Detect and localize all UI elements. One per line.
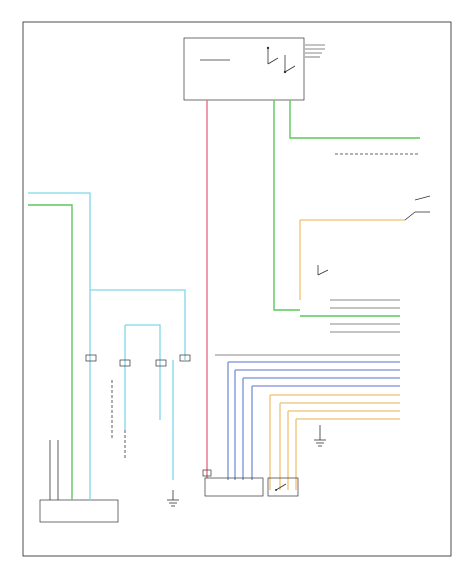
red-wire-terminal [202,469,212,477]
bottom-left-module-box [39,499,119,523]
ground-symbol-right [314,425,326,447]
wire-green-left [28,204,73,480]
bottom-left-pins [49,440,91,500]
right-switch-symbol [404,195,431,221]
top-module-box [183,37,305,101]
wire-cyan-branch-2 [125,324,161,360]
top-module-text-block [305,44,325,58]
wire-cyan-left-top [28,192,91,355]
wire-green-to-right-edge [289,100,420,139]
top-module-internal-switch [200,46,296,74]
ground-symbol-middle [167,490,179,507]
wire-green-top-right [273,100,300,311]
bottom-right-module-box [267,477,299,497]
diagram-frame [22,21,452,557]
left-splice-connectors [85,354,191,367]
right-connector-pins [300,299,400,333]
wire-cyan-branch-1 [90,289,186,360]
bottom-right-module-switch [275,483,287,491]
pressure-switch-symbol [317,265,329,276]
bottom-center-module-box [204,477,264,497]
